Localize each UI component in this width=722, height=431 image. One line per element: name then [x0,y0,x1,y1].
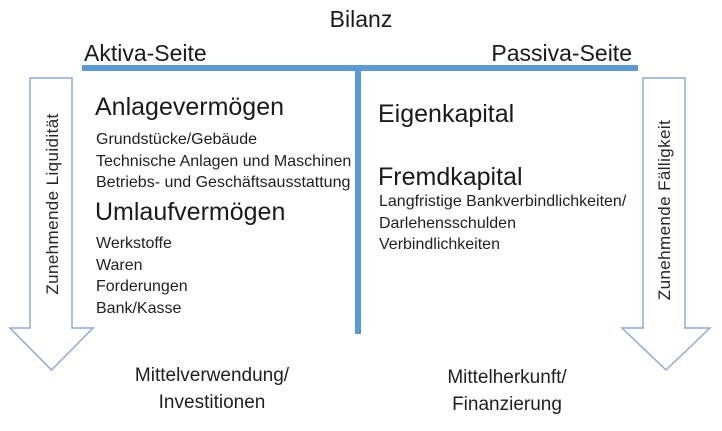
passiva-heading: Passiva-Seite [491,40,632,66]
eigenkapital-title: Eigenkapital [378,100,515,128]
list-item: Darlehensschulden [379,214,516,232]
caption-line: Mittelverwendung/ [134,365,290,386]
list-item: Forderungen [96,278,188,295]
anlagevermoegen-items: Grundstücke/Gebäude Technische Anlagen u… [96,129,351,194]
vertical-divider [355,65,361,334]
liquiditaet-arrow-label: Zunehmende Liquidität [43,113,62,295]
list-item: Technische Anlagen und Maschinen [96,152,352,170]
fremdkapital-title: Fremdkapital [378,163,523,191]
list-item: Bank/Kasse [96,299,182,317]
anlagevermoegen-title: Anlagevermögen [95,93,285,121]
list-item: Verbindlichkeiten [379,236,500,253]
aktiva-heading: Aktiva-Seite [84,40,207,66]
mittelverwendung-caption: Mittelverwendung/ Investitionen [62,362,362,416]
list-item: Grundstücke/Gebäude [96,131,257,148]
diagram-title: Bilanz [329,6,393,32]
fremdkapital-items: Langfristige Bankverbindlichkeiten/ Darl… [379,191,626,256]
list-item: Betriebs- und Geschäftsausstattung [96,174,351,191]
caption-line: Investitionen [158,392,266,413]
down-arrow-icon [620,77,712,372]
umlaufvermoegen-items: Werkstoffe Waren Forderungen Bank/Kasse [96,233,188,319]
mittelherkunft-caption: Mittelherkunft/ Finanzierung [357,364,657,418]
down-arrow-icon [8,77,95,372]
umlaufvermoegen-title: Umlaufvermögen [95,198,286,226]
list-item: Langfristige Bankverbindlichkeiten/ [379,193,627,210]
caption-line: Finanzierung [452,394,562,415]
list-item: Waren [96,256,143,274]
faelligkeit-arrow-label: Zunehmende Fälligkeit [655,119,674,301]
caption-line: Mittelherkunft/ [447,367,567,388]
list-item: Werkstoffe [96,235,172,252]
